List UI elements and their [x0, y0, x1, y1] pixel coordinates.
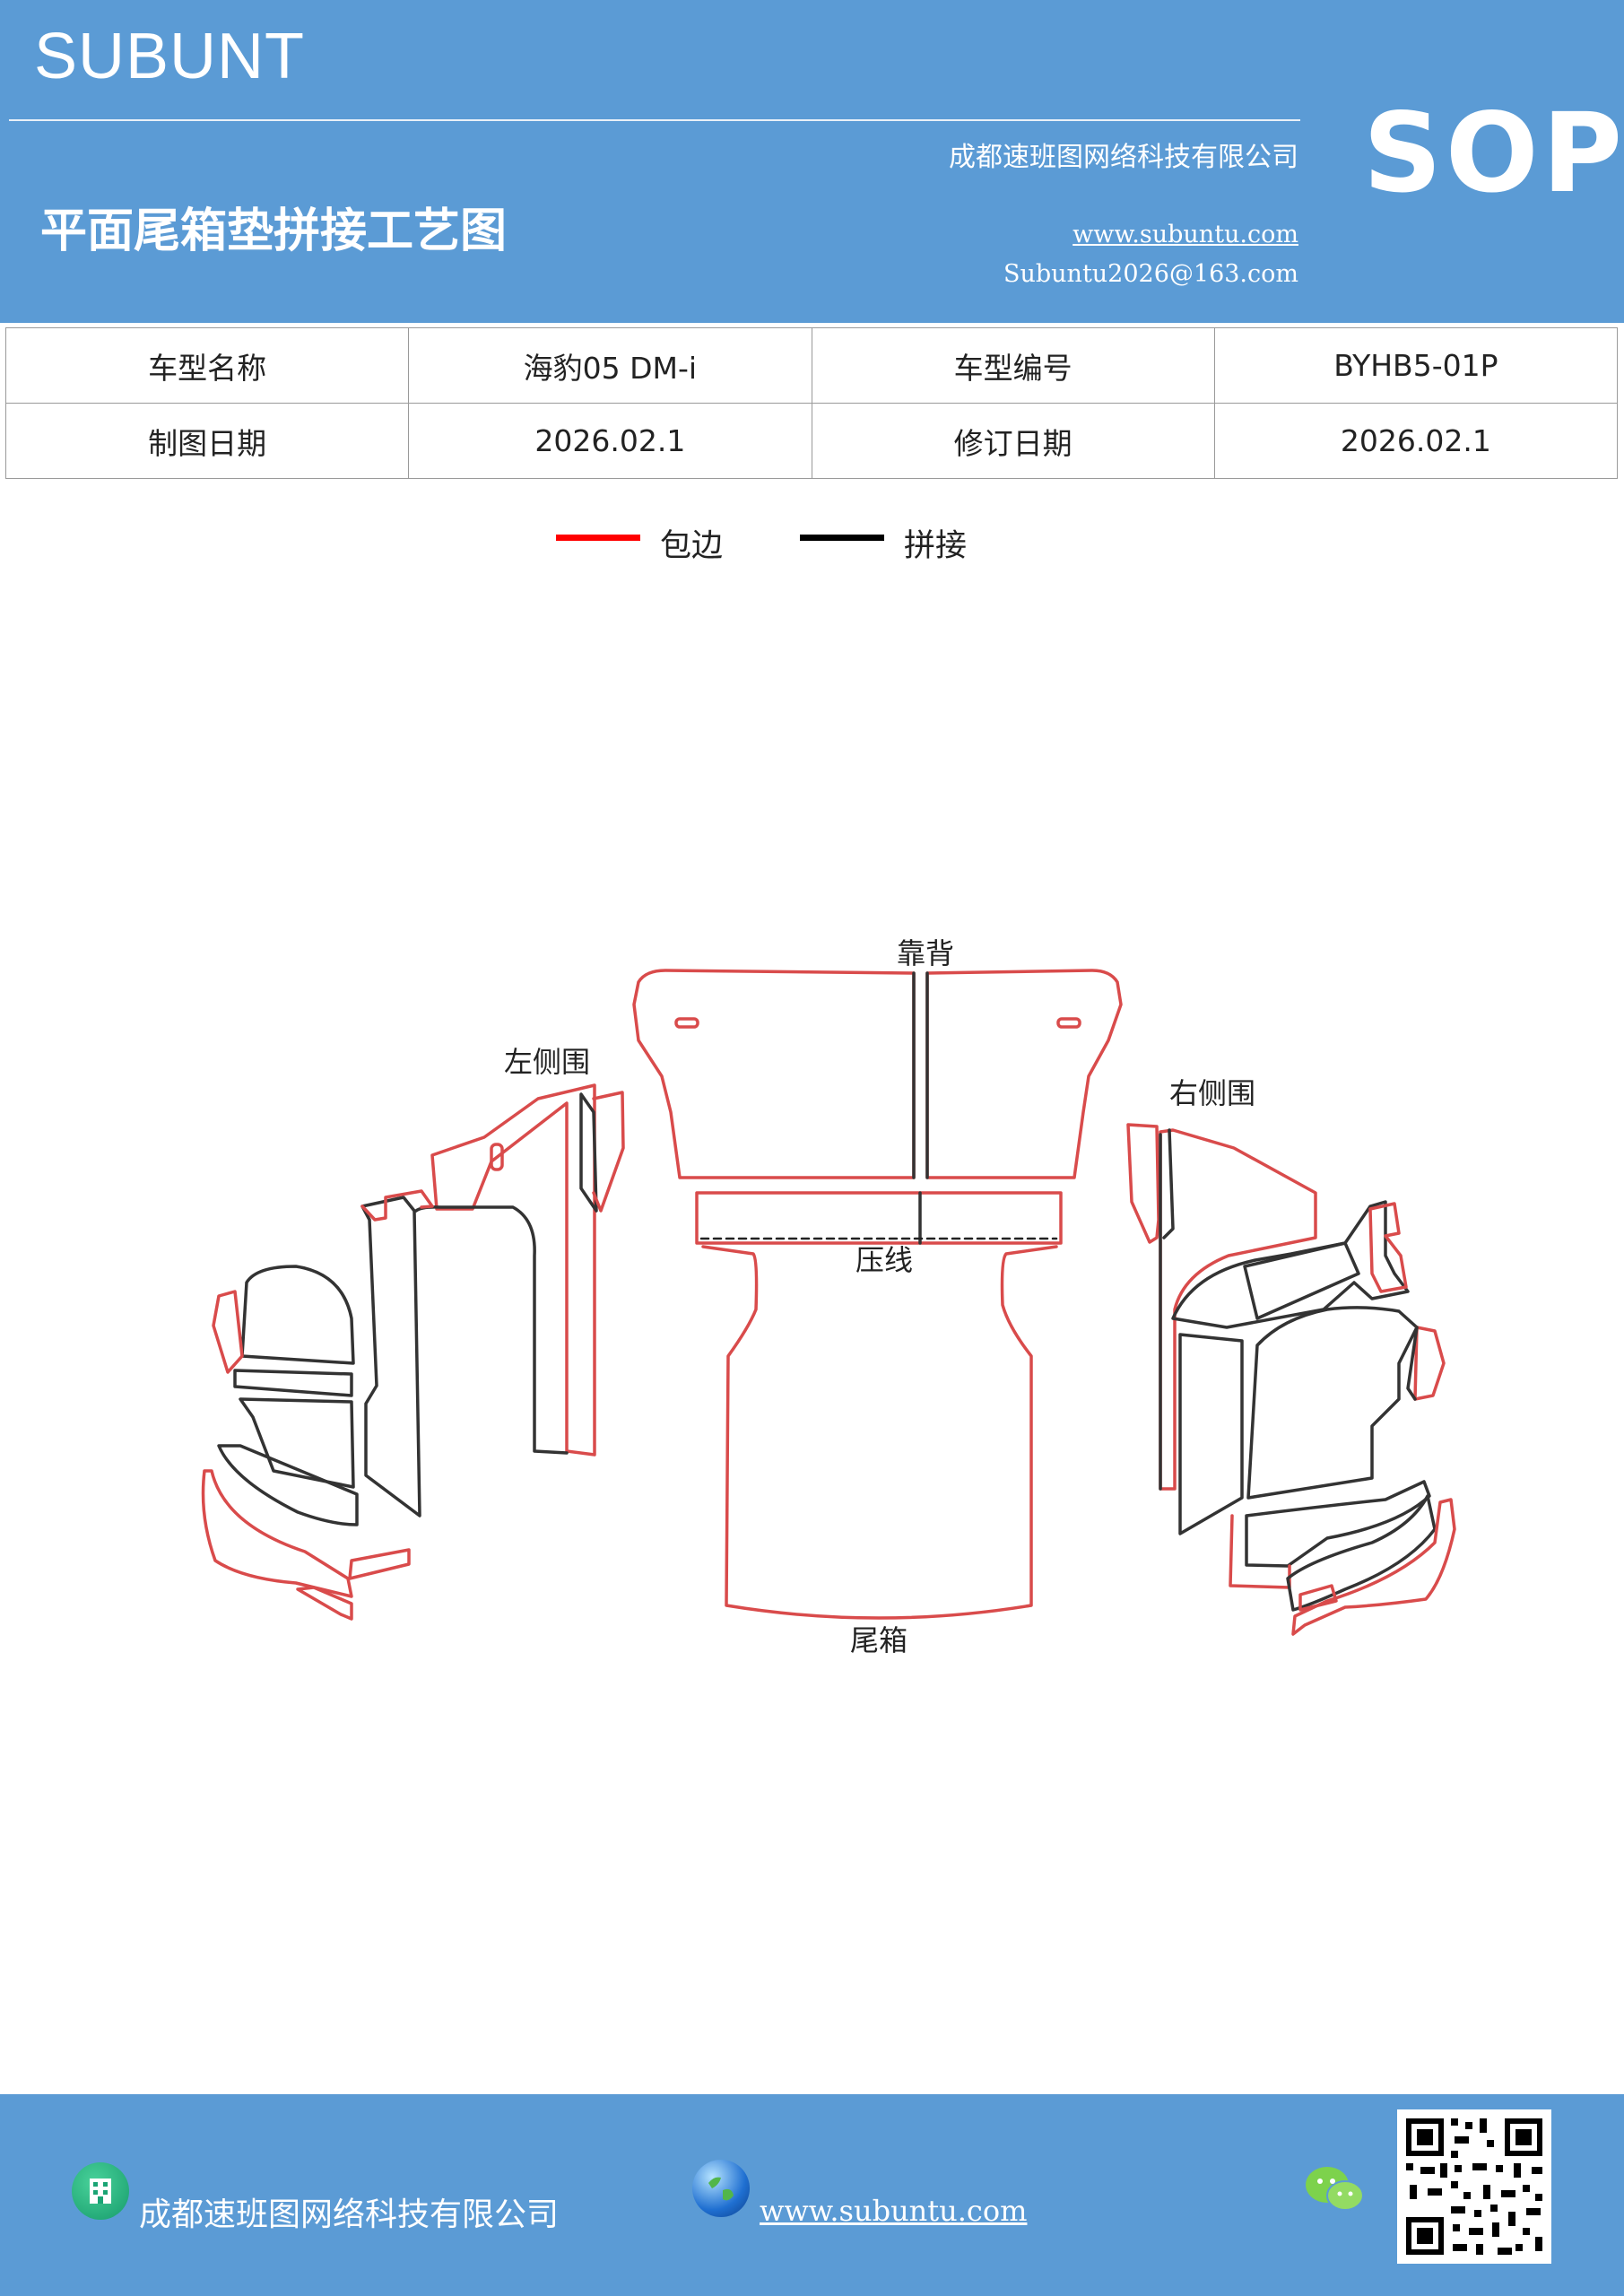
backrest-label: 靠背: [897, 936, 954, 970]
legend-item-edging: 包边: [556, 520, 723, 566]
left-side-upper-panel: [430, 1083, 596, 1457]
left-lower-edge: [201, 1469, 353, 1598]
left-bottom-strip: [296, 1586, 353, 1621]
left-wheel-arch-panel: [240, 1265, 355, 1365]
right-side-pillar-edge: [1126, 1123, 1160, 1244]
left-side-lower-panel: [414, 1205, 569, 1455]
legend-swatch-red: [556, 535, 640, 541]
table-cell-label: 车型名称: [4, 327, 410, 404]
footer-company-name: 成都速班图网络科技有限公司: [139, 2196, 560, 2233]
left-side-pillar-seam: [579, 1092, 598, 1213]
table-cell-value: 2026.02.1: [408, 403, 812, 479]
right-upper-side-panel: [1171, 1200, 1410, 1329]
left-lower-panel: [239, 1397, 355, 1489]
right-lower-panel: [1245, 1480, 1431, 1568]
qr-code: [1397, 2109, 1551, 2264]
backrest-right-panel: [925, 969, 1123, 1179]
crease-strip: [695, 1191, 1063, 1245]
legend-label: 拼接: [904, 528, 968, 564]
left-side-pillar-edge: [592, 1091, 625, 1213]
left-side-label: 左侧围: [504, 1045, 590, 1079]
table-cell-label: 车型编号: [811, 327, 1215, 404]
left-curved-panel: [217, 1444, 359, 1526]
right-bottom-edge: [1291, 1498, 1456, 1636]
backrest-seam: [912, 971, 929, 1179]
left-side-panels: [201, 1083, 625, 1621]
left-side-slot: [490, 1143, 504, 1171]
crease-strip-outline: [695, 1191, 1063, 1245]
table-cell-value: 2026.02.1: [1213, 403, 1619, 479]
header-website-link[interactable]: www.subuntu.com: [1073, 221, 1298, 248]
right-side-upper-panel: [1159, 1128, 1317, 1491]
table-cell-value: BYHB5-01P: [1213, 327, 1619, 404]
right-lower-edge: [1229, 1514, 1291, 1589]
wechat-icon[interactable]: [1302, 2161, 1367, 2217]
backrest-left-panel: [632, 969, 916, 1179]
left-wheel-arch-strip: [233, 1369, 353, 1397]
header-banner: [0, 0, 1624, 323]
right-upper-edge: [1368, 1202, 1408, 1293]
page-title: 平面尾箱垫拼接工艺图: [40, 204, 508, 258]
table-cell-value: 海豹05 DM-i: [408, 327, 812, 404]
left-edge-fragment: [212, 1290, 244, 1374]
left-bracket: [360, 1189, 434, 1222]
vehicle-info-table: 车型名称 海豹05 DM-i 车型编号 BYHB5-01P 制图日期 2026.…: [4, 327, 1619, 479]
table-row: 车型名称 海豹05 DM-i 车型编号 BYHB5-01P: [4, 327, 1619, 404]
left-bottom-tail: [348, 1548, 411, 1580]
globe-icon: [692, 2160, 750, 2217]
sop-badge: SOP: [1363, 90, 1624, 217]
crease-label: 压线: [855, 1243, 913, 1277]
right-side-label: 右侧围: [1169, 1076, 1255, 1110]
right-door-panel: [1243, 1241, 1360, 1320]
building-icon: [72, 2162, 129, 2220]
header-email: Subuntu2026@163.com: [1003, 260, 1298, 288]
left-side-pillar: [360, 1196, 421, 1518]
header-company-name: 成都速班图网络科技有限公司: [949, 142, 1298, 173]
brand-logo-text: SUBUNT: [34, 21, 306, 92]
right-side-panels: [1126, 1123, 1456, 1636]
legend-item-seam: 拼接: [800, 520, 967, 566]
right-lower-inner-panel: [1178, 1333, 1244, 1535]
right-wheel-arch-seam: [1406, 1326, 1419, 1401]
right-wheel-arch-edge: [1413, 1326, 1446, 1401]
right-side-inner-seam: [1159, 1128, 1175, 1491]
legend-label: 包边: [660, 528, 724, 564]
headrest-slot-right: [1056, 1017, 1081, 1029]
table-cell-label: 修订日期: [811, 403, 1215, 479]
table-cell-label: 制图日期: [4, 403, 410, 479]
right-mid-strip: [1298, 1584, 1338, 1612]
backrest-panels: [632, 969, 1123, 1179]
footer-website-link[interactable]: www.subuntu.com: [760, 2194, 1028, 2228]
right-curved-panel: [1286, 1494, 1437, 1612]
trunk-label: 尾箱: [850, 1623, 908, 1657]
headrest-slot-left: [674, 1017, 699, 1029]
trunk-floor-panel: [701, 1245, 1058, 1620]
header-divider: [9, 119, 1300, 121]
right-main-panel: [1246, 1306, 1419, 1500]
table-row: 制图日期 2026.02.1 修订日期 2026.02.1: [4, 403, 1619, 479]
legend-swatch-black: [800, 535, 884, 541]
